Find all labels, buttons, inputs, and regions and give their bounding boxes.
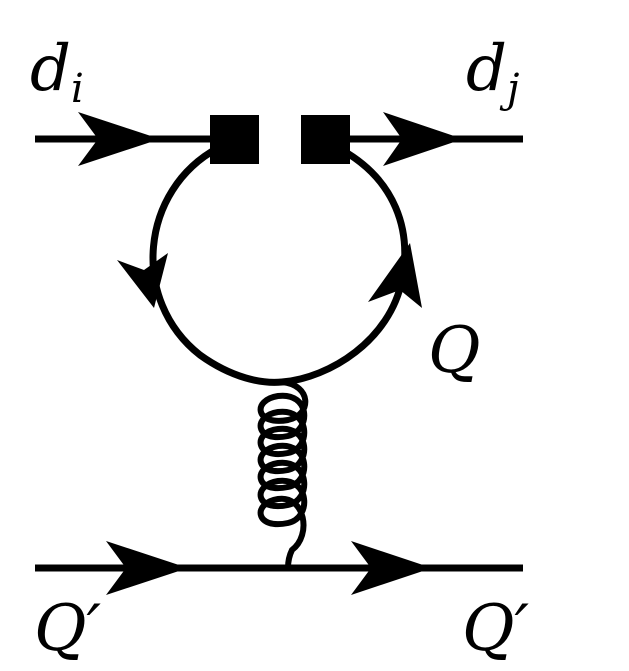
operator-vertex-right [301, 115, 350, 164]
incoming-spectator-label: Q′ [34, 592, 101, 666]
loop-arrow-right [368, 243, 422, 308]
spectator-arrow-left [106, 541, 188, 595]
incoming-quark-label: di [30, 32, 84, 112]
outgoing-quark-label: dj [466, 32, 519, 112]
operator-vertex-left [210, 115, 259, 164]
loop-quark-label: Q [428, 314, 480, 388]
gluon-line [257, 379, 309, 569]
outgoing-spectator-label: Q′ [462, 592, 529, 666]
outgoing-quark-arrow [383, 112, 463, 166]
incoming-quark-arrow [78, 112, 160, 166]
quark-loop [149, 144, 409, 386]
loop-arrow-left [117, 253, 168, 308]
spectator-arrow-right [351, 541, 432, 595]
